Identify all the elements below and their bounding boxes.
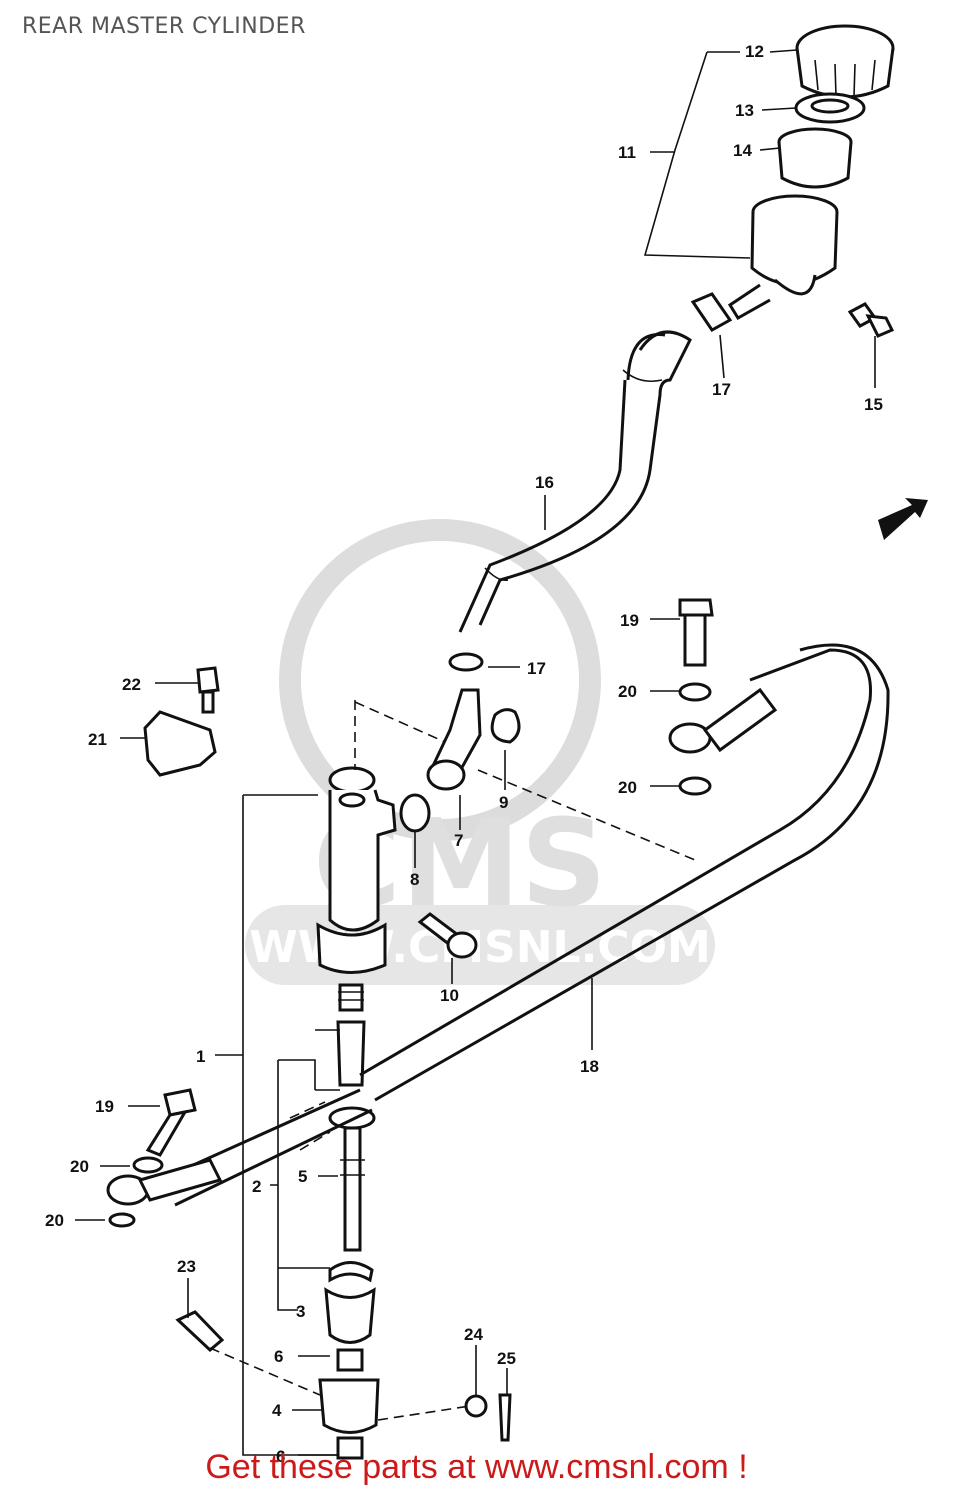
callout-15: 15 xyxy=(864,395,883,414)
crush-washers-20 xyxy=(108,682,712,1228)
callout-4: 4 xyxy=(272,1401,282,1420)
callout-20-lower-a: 20 xyxy=(70,1157,89,1176)
banjo-fitting-lower xyxy=(106,1158,223,1206)
callout-2: 2 xyxy=(252,1177,261,1196)
banjo-fitting-upper xyxy=(668,687,778,754)
callout-23: 23 xyxy=(177,1257,196,1276)
callout-19-upper: 19 xyxy=(620,611,639,630)
leader-lines xyxy=(75,49,876,1456)
o-ring-8 xyxy=(399,793,431,833)
callout-20-upper-b: 20 xyxy=(618,778,637,797)
callout-13: 13 xyxy=(735,101,754,120)
callout-17-mid: 17 xyxy=(527,659,546,678)
callout-20-lower-b: 20 xyxy=(45,1211,64,1230)
reservoir-diaphragm-14 xyxy=(777,127,853,189)
callout-18: 18 xyxy=(580,1057,599,1076)
watermark-logo: CMS WWW.CMSNL.COM xyxy=(245,519,715,985)
callout-14: 14 xyxy=(733,141,752,160)
callout-9: 9 xyxy=(499,793,508,812)
callout-24: 24 xyxy=(464,1325,483,1344)
callout-16: 16 xyxy=(535,473,554,492)
callout-7: 7 xyxy=(454,831,463,850)
callout-3: 3 xyxy=(296,1302,305,1321)
callout-21: 21 xyxy=(88,730,107,749)
callout-20-upper-a: 20 xyxy=(618,682,637,701)
callout-labels: 12 13 14 11 17 15 16 17 19 20 20 22 21 9… xyxy=(45,42,883,1466)
screw-15 xyxy=(847,302,895,338)
reservoir-plate-13 xyxy=(794,92,866,124)
mounting-bolt-10 xyxy=(417,912,478,959)
reservoir-hose-16 xyxy=(458,330,692,633)
callout-10: 10 xyxy=(440,986,459,1005)
union-bolt-19-lower xyxy=(145,1088,197,1157)
union-bolt-19-upper xyxy=(678,598,714,667)
callout-25: 25 xyxy=(497,1349,516,1368)
hose-clip-17-top xyxy=(690,292,733,332)
callout-17-top: 17 xyxy=(712,380,731,399)
callout-6-lower: 6 xyxy=(276,1447,285,1466)
callout-19-lower: 19 xyxy=(95,1097,114,1116)
reservoir-tank xyxy=(727,194,839,321)
clevis-pin-23 xyxy=(175,1310,225,1353)
hose-clip-17-bottom xyxy=(448,652,484,672)
reservoir-cap-12 xyxy=(795,24,895,99)
cotter-pin-25 xyxy=(498,1393,512,1442)
callout-11: 11 xyxy=(618,143,636,162)
page-title: REAR MASTER CYLINDER xyxy=(22,14,306,39)
washer-24 xyxy=(464,1394,488,1418)
bolt-22 xyxy=(196,666,220,714)
front-arrow-icon xyxy=(878,498,928,540)
circlip-9 xyxy=(490,708,521,744)
callout-8: 8 xyxy=(410,870,419,889)
clevis-4 xyxy=(318,1348,380,1460)
inlet-elbow-7 xyxy=(426,688,482,791)
hose-guide-21 xyxy=(143,710,217,777)
piston-assembly-5 xyxy=(324,1020,376,1344)
callout-6-upper: 6 xyxy=(274,1347,283,1366)
footer-link[interactable]: Get these parts at www.cmsnl.com ! xyxy=(205,1448,748,1486)
master-cylinder-body xyxy=(316,766,397,974)
callout-5: 5 xyxy=(298,1167,307,1186)
callout-12: 12 xyxy=(745,42,764,61)
callout-22: 22 xyxy=(122,675,141,694)
callout-1: 1 xyxy=(196,1047,205,1066)
piston-spring xyxy=(338,983,364,1012)
